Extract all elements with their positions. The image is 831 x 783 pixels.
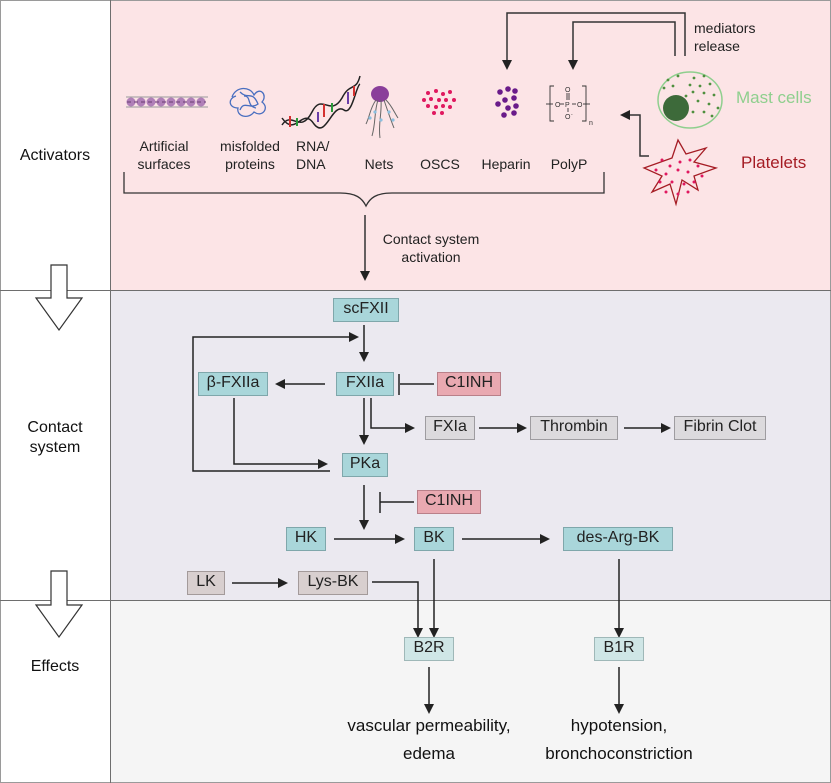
label-line1: misfolded [220,138,280,154]
svg-text:P: P [565,102,570,109]
polyphosphate-structure-icon [546,85,590,122]
node-lys-bk: Lys-BK [298,571,368,595]
misfolded-protein-icon [229,87,266,118]
activator-label-misfolded: misfolded proteins [212,137,288,173]
node-fibrin-clot: Fibrin Clot [674,416,766,440]
divider-contact-effects [0,600,831,601]
node-c1inh-fxiia: C1INH [437,372,501,396]
heparin-dots-icon [495,86,519,118]
effect-line1: vascular permeability, [347,716,511,735]
row-label-contact-line1: Contact [27,419,83,436]
label-line2: DNA [296,156,326,172]
flow-arrow-activators-to-contact-icon [34,264,84,332]
activator-label-artificial: Artificial surfaces [124,137,204,173]
activators-brace [123,172,605,208]
dna-helix-icon [281,75,361,129]
label-line1: Artificial [139,138,189,154]
label-line2: activation [401,249,461,265]
divider-activators-contact [0,290,831,291]
activator-label-heparin: Heparin [481,156,531,172]
node-bk: BK [414,527,454,551]
row-label-contact-system: Contact system [0,418,110,458]
effect-line2: bronchoconstriction [545,744,693,763]
activator-label-oscs: OSCS [420,156,460,172]
row-label-effects: Effects [30,658,80,675]
artificial-surface-icon [126,96,208,108]
label-column-divider [110,0,111,783]
svg-text:O: O [555,102,561,109]
platelets-label: Platelets [741,153,807,172]
svg-text:-: - [571,112,573,118]
activator-label-rnadna: RNA/DNA [296,137,336,173]
label-line2: proteins [225,156,275,172]
effect-line1: hypotension, [570,716,668,735]
node-beta-fxiia: β-FXIIa [198,372,268,396]
effects-panel [111,601,830,782]
node-c1inh-pka: C1INH [417,490,481,514]
contact-system-arrows [192,325,671,714]
node-b2r: B2R [404,637,454,661]
svg-text:O: O [565,114,571,121]
platelet-icon [642,138,719,207]
effect-line2: edema [403,744,455,763]
row-label-contact-line2: system [29,439,81,456]
node-b1r: B1R [594,637,644,661]
activator-label-nets: Nets [364,156,394,172]
svg-text:n: n [589,120,593,127]
node-fxia: FXIa [425,416,475,440]
b2r-effects-text: vascular permeability, edema [329,712,529,768]
node-scfxii: scFXII [333,298,399,322]
nets-icon [365,86,399,139]
svg-text:O: O [565,87,571,94]
mediators-release-arrows [502,12,686,157]
label-line2: surfaces [137,156,191,172]
row-label-activators: Activators [19,147,91,164]
contact-activation-label: Contact system activation [376,230,486,266]
contact-system-panel [111,291,830,600]
inhibition-lines [379,374,434,513]
label-line1: mediators [694,20,756,36]
mast-cell-icon [657,71,723,129]
mast-cells-label: Mast cells [736,88,812,107]
node-des-arg-bk: des-Arg-BK [563,527,673,551]
oscs-dots-icon [422,89,456,115]
activators-panel [111,1,830,290]
label-line1: Contact system [382,231,480,247]
label-line1: RNA/ [296,138,330,154]
svg-text:O: O [577,102,583,109]
node-lk: LK [187,571,225,595]
node-pka: PKa [342,453,388,477]
node-fxiia: FXIIa [336,372,394,396]
mediators-release-label: mediators release [694,19,755,55]
b1r-effects-text: hypotension, bronchoconstriction [529,712,709,768]
activator-label-polyp: PolyP [550,156,588,172]
flow-arrow-contact-to-effects-icon [34,570,84,639]
node-thrombin: Thrombin [530,416,618,440]
node-hk: HK [286,527,326,551]
label-line2: release [694,38,740,54]
